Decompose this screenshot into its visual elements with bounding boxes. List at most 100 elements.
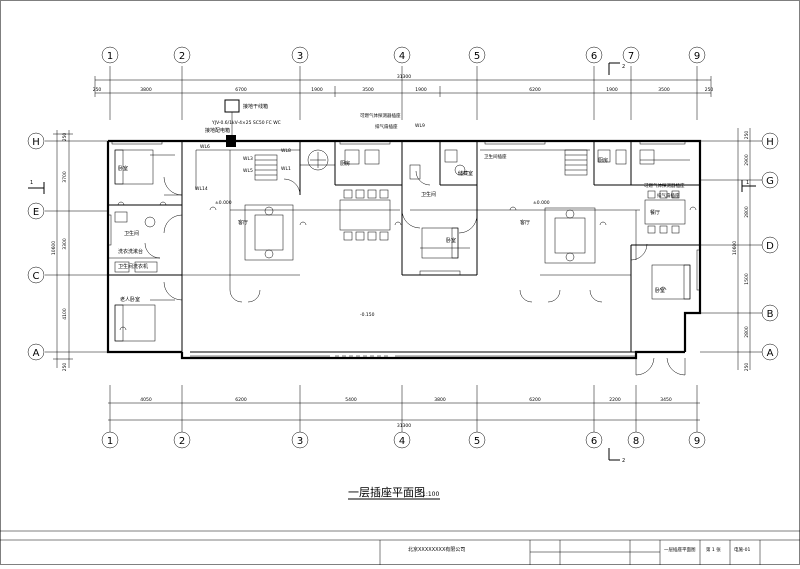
bottom-axis: 4050 6200 5400 3800 6200 2200 3450 31300 bbox=[108, 385, 700, 432]
dim-top-seg: 1900 bbox=[606, 87, 618, 93]
doors bbox=[144, 170, 686, 376]
bottom-grid-bubbles: 1 2 3 4 5 6 8 9 bbox=[101, 431, 706, 449]
room-label: 洗衣洗漱台 bbox=[118, 248, 143, 255]
building-outline bbox=[106, 139, 702, 360]
distribution-box-label: 接地配电箱 bbox=[205, 127, 230, 134]
room-labels: 卧室 卫生间 洗衣洗漱台 卫生间洗衣机 老人卧室 客厅 厨房 卫生间 卧室 客厅… bbox=[118, 157, 665, 318]
svg-text:3300: 3300 bbox=[62, 238, 68, 250]
grid-label-top: 5 bbox=[474, 51, 480, 62]
dim-right-total: 10600 bbox=[732, 241, 738, 255]
svg-text:4100: 4100 bbox=[62, 308, 68, 320]
grid-label-top: 3 bbox=[297, 51, 303, 62]
svg-text:1: 1 bbox=[746, 180, 749, 186]
grid-label-left: A bbox=[33, 348, 40, 359]
svg-text:250: 250 bbox=[62, 363, 68, 372]
dim-top-seg: 6200 bbox=[529, 87, 541, 93]
panel-box bbox=[224, 99, 240, 113]
dim-top-seg: 3500 bbox=[362, 87, 374, 93]
room-label: 卫生间 bbox=[124, 230, 139, 237]
elevation-mark: -0.150 bbox=[360, 312, 375, 318]
svg-text:250: 250 bbox=[744, 363, 750, 372]
dim-top-seg: 3500 bbox=[658, 87, 670, 93]
company-name: 北京XXXXXXXX有限公司 bbox=[408, 546, 465, 553]
room-label: 卫生间 bbox=[421, 191, 436, 198]
dim-bottom-seg: 4050 bbox=[140, 397, 152, 403]
room-label: 客厅 bbox=[238, 219, 248, 226]
sheet-number: 电施-01 bbox=[734, 546, 750, 553]
dim-bottom-seg: 2200 bbox=[609, 397, 621, 403]
annotations: 接地干线箱 YJV-0.6/1kV-4×25 SC50 FC WC 接地配电箱 … bbox=[195, 103, 685, 199]
svg-text:1: 1 bbox=[30, 180, 33, 186]
dim-left-total: 10600 bbox=[51, 241, 57, 255]
room-label: 储藏室 bbox=[458, 170, 473, 177]
grid-label-bottom: 4 bbox=[399, 436, 405, 447]
section-mark-right: 1 bbox=[741, 180, 756, 192]
title-block: 北京XXXXXXXX有限公司 一层插座平面图 第 1 张 电施-01 bbox=[379, 540, 761, 565]
grid-label-bottom: 2 bbox=[179, 436, 185, 447]
right-axis: 10600 250 2900 2800 1500 2800 250 H G D … bbox=[700, 128, 779, 372]
wiring bbox=[150, 149, 690, 301]
grid-label-right: B bbox=[767, 309, 774, 320]
furniture bbox=[114, 149, 691, 342]
dim-bottom-seg: 6200 bbox=[529, 397, 541, 403]
svg-text:250: 250 bbox=[62, 133, 68, 142]
grid-label-bottom: 8 bbox=[633, 436, 639, 447]
kitchen-note-right2: 排气扇插座 bbox=[657, 192, 680, 199]
grid-label-top: 2 bbox=[179, 51, 185, 62]
svg-text:2900: 2900 bbox=[744, 154, 750, 166]
svg-text:WL5: WL5 bbox=[243, 168, 253, 174]
grid-label-top: 6 bbox=[591, 51, 597, 62]
kitchen-note-left: 可燃气体探测器插座 bbox=[360, 112, 401, 119]
grid-label-right: H bbox=[766, 137, 774, 148]
svg-text:WL3: WL3 bbox=[243, 156, 253, 162]
room-label: 厨房 bbox=[340, 160, 350, 167]
mid-note: 卫生间插座 bbox=[484, 153, 507, 160]
dim-bottom-total: 31300 bbox=[397, 423, 411, 429]
left-axis: 10600 250 3700 3300 4100 250 H E C A bbox=[27, 130, 108, 372]
dim-top-seg: 1900 bbox=[415, 87, 427, 93]
grid-label-left: C bbox=[33, 271, 40, 282]
drawing-scale: 1:100 bbox=[422, 491, 439, 498]
grid-label-right: A bbox=[767, 348, 774, 359]
grid-label-bottom: 1 bbox=[107, 436, 113, 447]
grid-label-top: 1 bbox=[107, 51, 113, 62]
room-label: 客厅 bbox=[520, 219, 530, 226]
dim-top-seg: 1900 bbox=[311, 87, 323, 93]
svg-text:2800: 2800 bbox=[744, 206, 750, 218]
room-label: 餐厅 bbox=[650, 209, 660, 216]
grid-label-bottom: 3 bbox=[297, 436, 303, 447]
svg-text:250: 250 bbox=[744, 131, 750, 140]
section-mark-left: 1 bbox=[28, 180, 45, 194]
grid-label-left: E bbox=[33, 207, 39, 218]
svg-text:WL6: WL6 bbox=[200, 144, 210, 150]
title-block-drawing-name: 一层插座平面图 bbox=[664, 546, 696, 553]
outlets bbox=[117, 201, 697, 331]
sheet-label: 第 1 张 bbox=[706, 546, 721, 553]
dim-top-total: 31300 bbox=[397, 74, 411, 80]
room-label: 卧室 bbox=[655, 287, 665, 294]
dim-top-seg: 6700 bbox=[235, 87, 247, 93]
svg-text:3700: 3700 bbox=[62, 171, 68, 183]
kitchen-note-right: 可燃气体探测器插座 bbox=[644, 182, 685, 189]
room-label: 卧室 bbox=[118, 165, 128, 172]
grid-label-right: G bbox=[766, 176, 774, 187]
grid-label-left: H bbox=[32, 137, 40, 148]
section-mark-top: 2 bbox=[608, 62, 625, 75]
svg-text:WL1: WL1 bbox=[281, 166, 291, 172]
dim-top-seg: 250 bbox=[705, 87, 714, 93]
svg-text:2: 2 bbox=[622, 458, 625, 464]
room-label: 老人卧室 bbox=[120, 296, 140, 303]
elevation-mark: ±0.000 bbox=[533, 200, 550, 206]
drawing-title: 一层插座平面图 bbox=[348, 485, 425, 499]
top-grid-bubbles: 1 2 3 4 5 6 7 9 bbox=[101, 46, 706, 64]
svg-text:2: 2 bbox=[622, 64, 625, 70]
grid-label-top: 7 bbox=[628, 51, 634, 62]
svg-text:1500: 1500 bbox=[744, 273, 750, 285]
dim-bottom-seg: 5400 bbox=[345, 397, 357, 403]
svg-text:WL8: WL8 bbox=[281, 148, 291, 154]
svg-text:2800: 2800 bbox=[744, 326, 750, 338]
cable-spec: YJV-0.6/1kV-4×25 SC50 FC WC bbox=[211, 120, 281, 126]
